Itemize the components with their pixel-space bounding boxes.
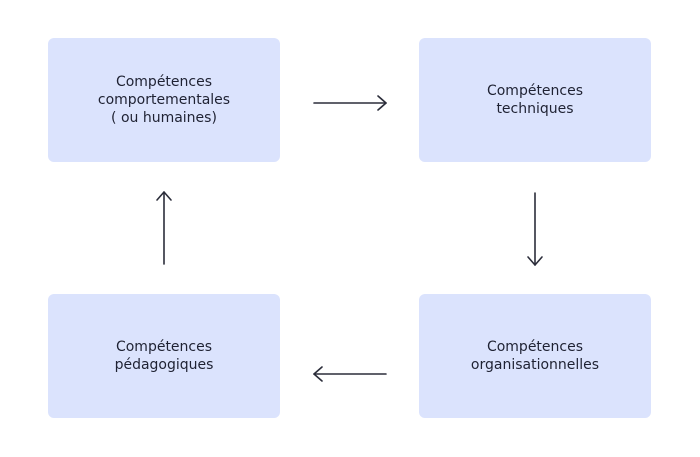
- arrow-down-icon: [527, 192, 543, 266]
- box-label-competences-techniques: Compétences techniques: [486, 83, 584, 117]
- box-competences-pedagogiques: Compétences pédagogiques: [48, 294, 280, 418]
- box-competences-comportementales: Compétences comportementales ( ou humain…: [48, 38, 280, 162]
- arrow-right-icon: [313, 95, 387, 111]
- box-competences-organisationnelles: Compétences organisationnelles: [419, 294, 651, 418]
- box-label-competences-pedagogiques: Compétences pédagogiques: [114, 339, 214, 373]
- box-label-competences-comportementales: Compétences comportementales ( ou humain…: [97, 74, 231, 126]
- box-label-competences-organisationnelles: Compétences organisationnelles: [470, 339, 600, 373]
- arrow-left-icon: [313, 366, 387, 382]
- box-competences-techniques: Compétences techniques: [419, 38, 651, 162]
- arrow-up-icon: [156, 191, 172, 265]
